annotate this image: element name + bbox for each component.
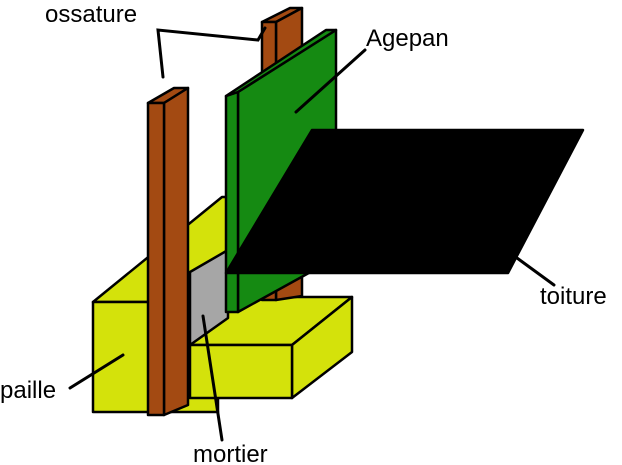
toiture-leader-line (515, 256, 556, 287)
timber-post-front-side (162, 86, 190, 417)
timber-post-front (146, 86, 190, 417)
ossature-leader-line (156, 26, 267, 79)
agepan-leader-line (294, 48, 367, 114)
mortier-label: mortier (193, 441, 268, 465)
straw-bale-front-face (188, 343, 294, 400)
ossature-label: ossature (45, 1, 137, 28)
agepan-panel-edge (224, 90, 240, 314)
mortier-leader-line (201, 314, 224, 442)
mortar-strip (188, 248, 230, 347)
toiture-label: toiture (540, 283, 607, 310)
roof-plane (224, 128, 585, 275)
paille-label: paille (0, 377, 56, 404)
timber-post-front-face (146, 101, 166, 417)
agepan-label: Agepan (366, 25, 449, 52)
agepan-panel-top-edge (224, 28, 338, 98)
paille-leader-line (68, 353, 125, 390)
